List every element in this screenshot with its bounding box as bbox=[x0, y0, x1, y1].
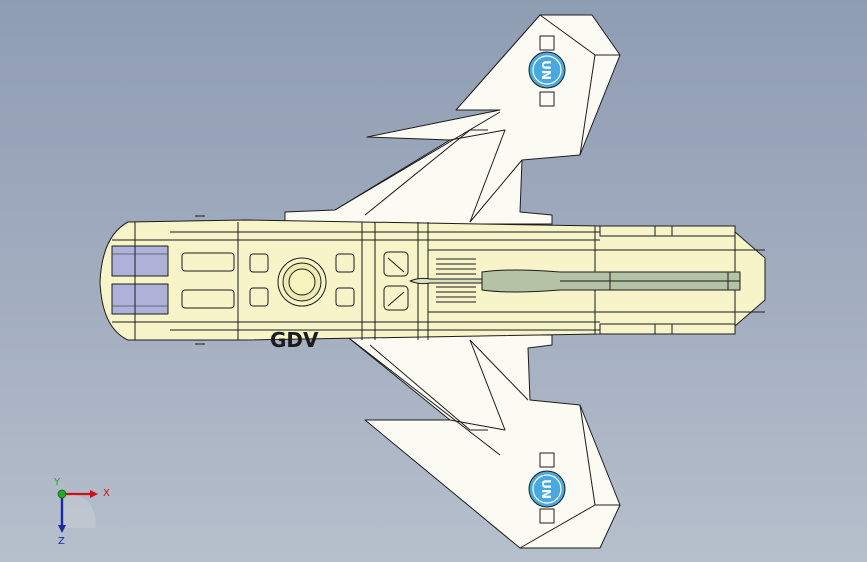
air-vents bbox=[436, 258, 476, 303]
upper-wing[interactable] bbox=[284, 14, 621, 225]
fuselage-panels bbox=[181, 251, 409, 311]
upper-roundel-decal: UN bbox=[528, 35, 566, 107]
upper-roundel-text: UN bbox=[539, 60, 553, 80]
nose-details bbox=[134, 215, 205, 345]
lower-wing[interactable] bbox=[284, 334, 621, 549]
lower-roundel-text: UN bbox=[539, 479, 553, 499]
fuselage-lettering: GDV bbox=[270, 328, 319, 352]
lower-roundel-decal: UN bbox=[528, 452, 566, 524]
dorsal-hatch[interactable] bbox=[277, 257, 327, 307]
x-axis-label: X bbox=[103, 488, 110, 499]
y-axis-label: Y bbox=[53, 477, 61, 488]
orientation-triad[interactable]: X Y Z bbox=[53, 477, 110, 547]
cockpit-canopy bbox=[111, 245, 169, 315]
centerline-missile[interactable] bbox=[409, 269, 741, 293]
z-axis-label: Z bbox=[58, 536, 65, 547]
y-axis-icon bbox=[57, 489, 67, 499]
